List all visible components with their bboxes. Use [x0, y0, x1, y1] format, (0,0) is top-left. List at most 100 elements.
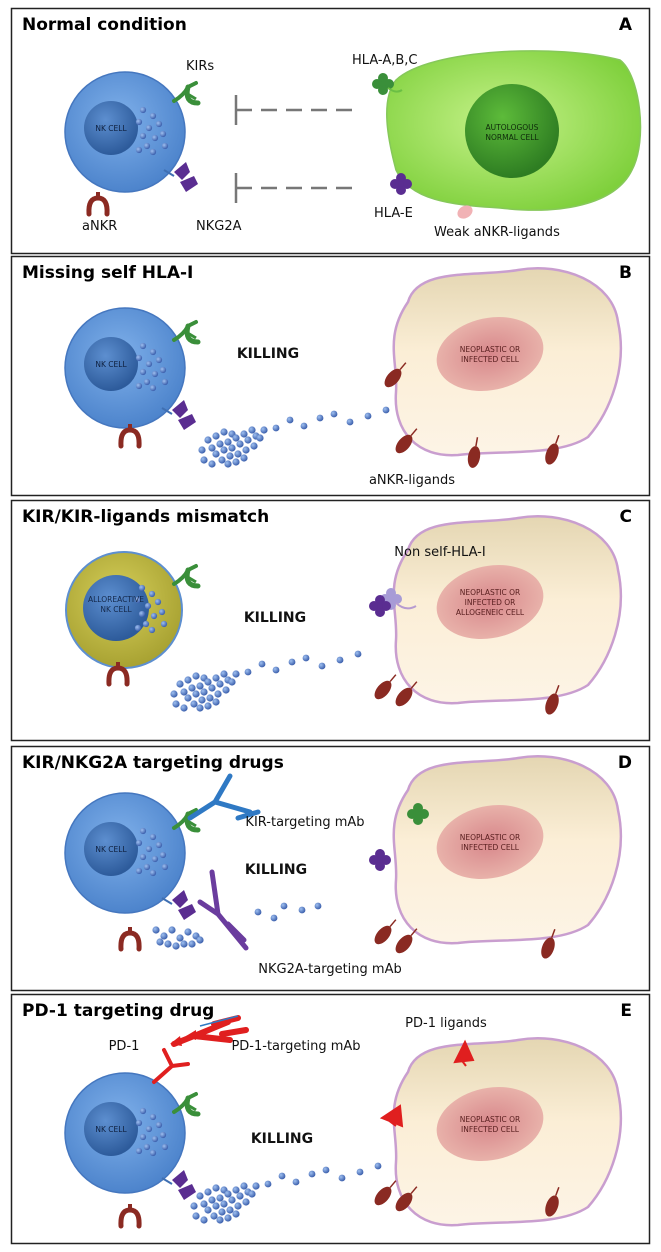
ligand-body [545, 443, 559, 465]
granule [354, 650, 362, 658]
ankr-ligands-label: aNKR-ligands [369, 473, 455, 488]
granule [143, 142, 151, 150]
killing-label: KILLING [244, 610, 306, 626]
granule [308, 1170, 316, 1178]
ankr-ligand [467, 437, 481, 468]
granule [143, 863, 151, 871]
granule [159, 366, 167, 374]
granule [148, 626, 156, 634]
ligand-stalk [555, 684, 560, 694]
panel-title: KIR/NKG2A targeting drugs [22, 753, 284, 773]
ligand-stalk [410, 681, 418, 690]
granule [160, 620, 168, 628]
nkg2a-lobe [172, 1170, 188, 1188]
granule [135, 118, 143, 126]
granule [154, 598, 162, 606]
granule [244, 668, 252, 676]
granule [135, 146, 143, 154]
granule [248, 1190, 256, 1198]
granule [220, 446, 228, 454]
granule [168, 926, 176, 934]
granule [164, 940, 172, 948]
ankr-ligand [384, 362, 407, 388]
hla-abc-label: HLA-A,B,C [352, 53, 417, 68]
target-cell-label: NEOPLASTIC OR [460, 588, 521, 597]
kir-receptor [172, 1092, 201, 1117]
granule [196, 936, 204, 944]
granule [135, 354, 143, 362]
panel-title: Missing self HLA-I [22, 263, 193, 283]
nkg2a-receptor [161, 1170, 196, 1200]
granule [145, 1125, 153, 1133]
nkg2a-receptor [163, 162, 198, 192]
granule [149, 833, 157, 841]
nkg2a-lobe [178, 904, 196, 920]
granule [228, 444, 236, 452]
granule [382, 406, 390, 414]
granule [148, 590, 156, 598]
target-cell-label: INFECTED OR [465, 598, 516, 607]
granule [188, 684, 196, 692]
granule [226, 452, 234, 460]
granule [196, 704, 204, 712]
killing-label: KILLING [245, 862, 307, 878]
granule [322, 1166, 330, 1174]
granule [161, 863, 169, 871]
target-cell-label: NEOPLASTIC OR [460, 833, 521, 842]
ligand-body [395, 934, 413, 954]
granule [139, 1133, 147, 1141]
granule [226, 1206, 234, 1214]
panel-letter: E [620, 1001, 632, 1021]
ligand-body [545, 693, 559, 715]
hla-core [380, 81, 386, 87]
granule [216, 1216, 224, 1224]
granule [232, 434, 240, 442]
granule [232, 458, 240, 466]
granule [204, 1206, 212, 1214]
panel-letter: C [620, 507, 632, 527]
granule [188, 940, 196, 948]
ligand-body [541, 937, 555, 959]
granule [200, 1216, 208, 1224]
hla-e-molecule [390, 173, 412, 195]
nk-cell: NK CELL [64, 307, 186, 429]
granule [190, 1202, 198, 1210]
granule [244, 436, 252, 444]
granule [151, 134, 159, 142]
hla-abc-molecule [372, 73, 394, 95]
granule [216, 1194, 224, 1202]
kir-arm [184, 567, 201, 589]
granule [143, 1143, 151, 1151]
granule [240, 454, 248, 462]
granule [208, 684, 216, 692]
granule [134, 596, 142, 604]
nkg2a-label: NKG2A [196, 219, 242, 234]
kir-arm [184, 84, 201, 106]
hla-core [377, 857, 383, 863]
granule [218, 1208, 226, 1216]
granule [258, 660, 266, 668]
nkg2a-receptor [161, 400, 196, 430]
target-cell-nucleus [436, 1087, 544, 1161]
nk-cell: NK CELL [64, 792, 186, 914]
nkg2a-mab-label: NKG2A-targeting mAb [258, 962, 401, 977]
ankr-ligand [374, 1180, 397, 1206]
nk-cell-label: NK CELL [95, 360, 127, 369]
granule [142, 620, 150, 628]
granule [264, 1180, 272, 1188]
ankr-ligand [545, 684, 560, 715]
granule [248, 426, 256, 434]
nk-cell-label: NK CELL [95, 1125, 127, 1134]
granule [278, 1172, 286, 1180]
hla-lobe [396, 185, 406, 195]
ligand-body [384, 368, 402, 388]
granule [300, 422, 308, 430]
granule [216, 680, 224, 688]
granule [149, 112, 157, 120]
